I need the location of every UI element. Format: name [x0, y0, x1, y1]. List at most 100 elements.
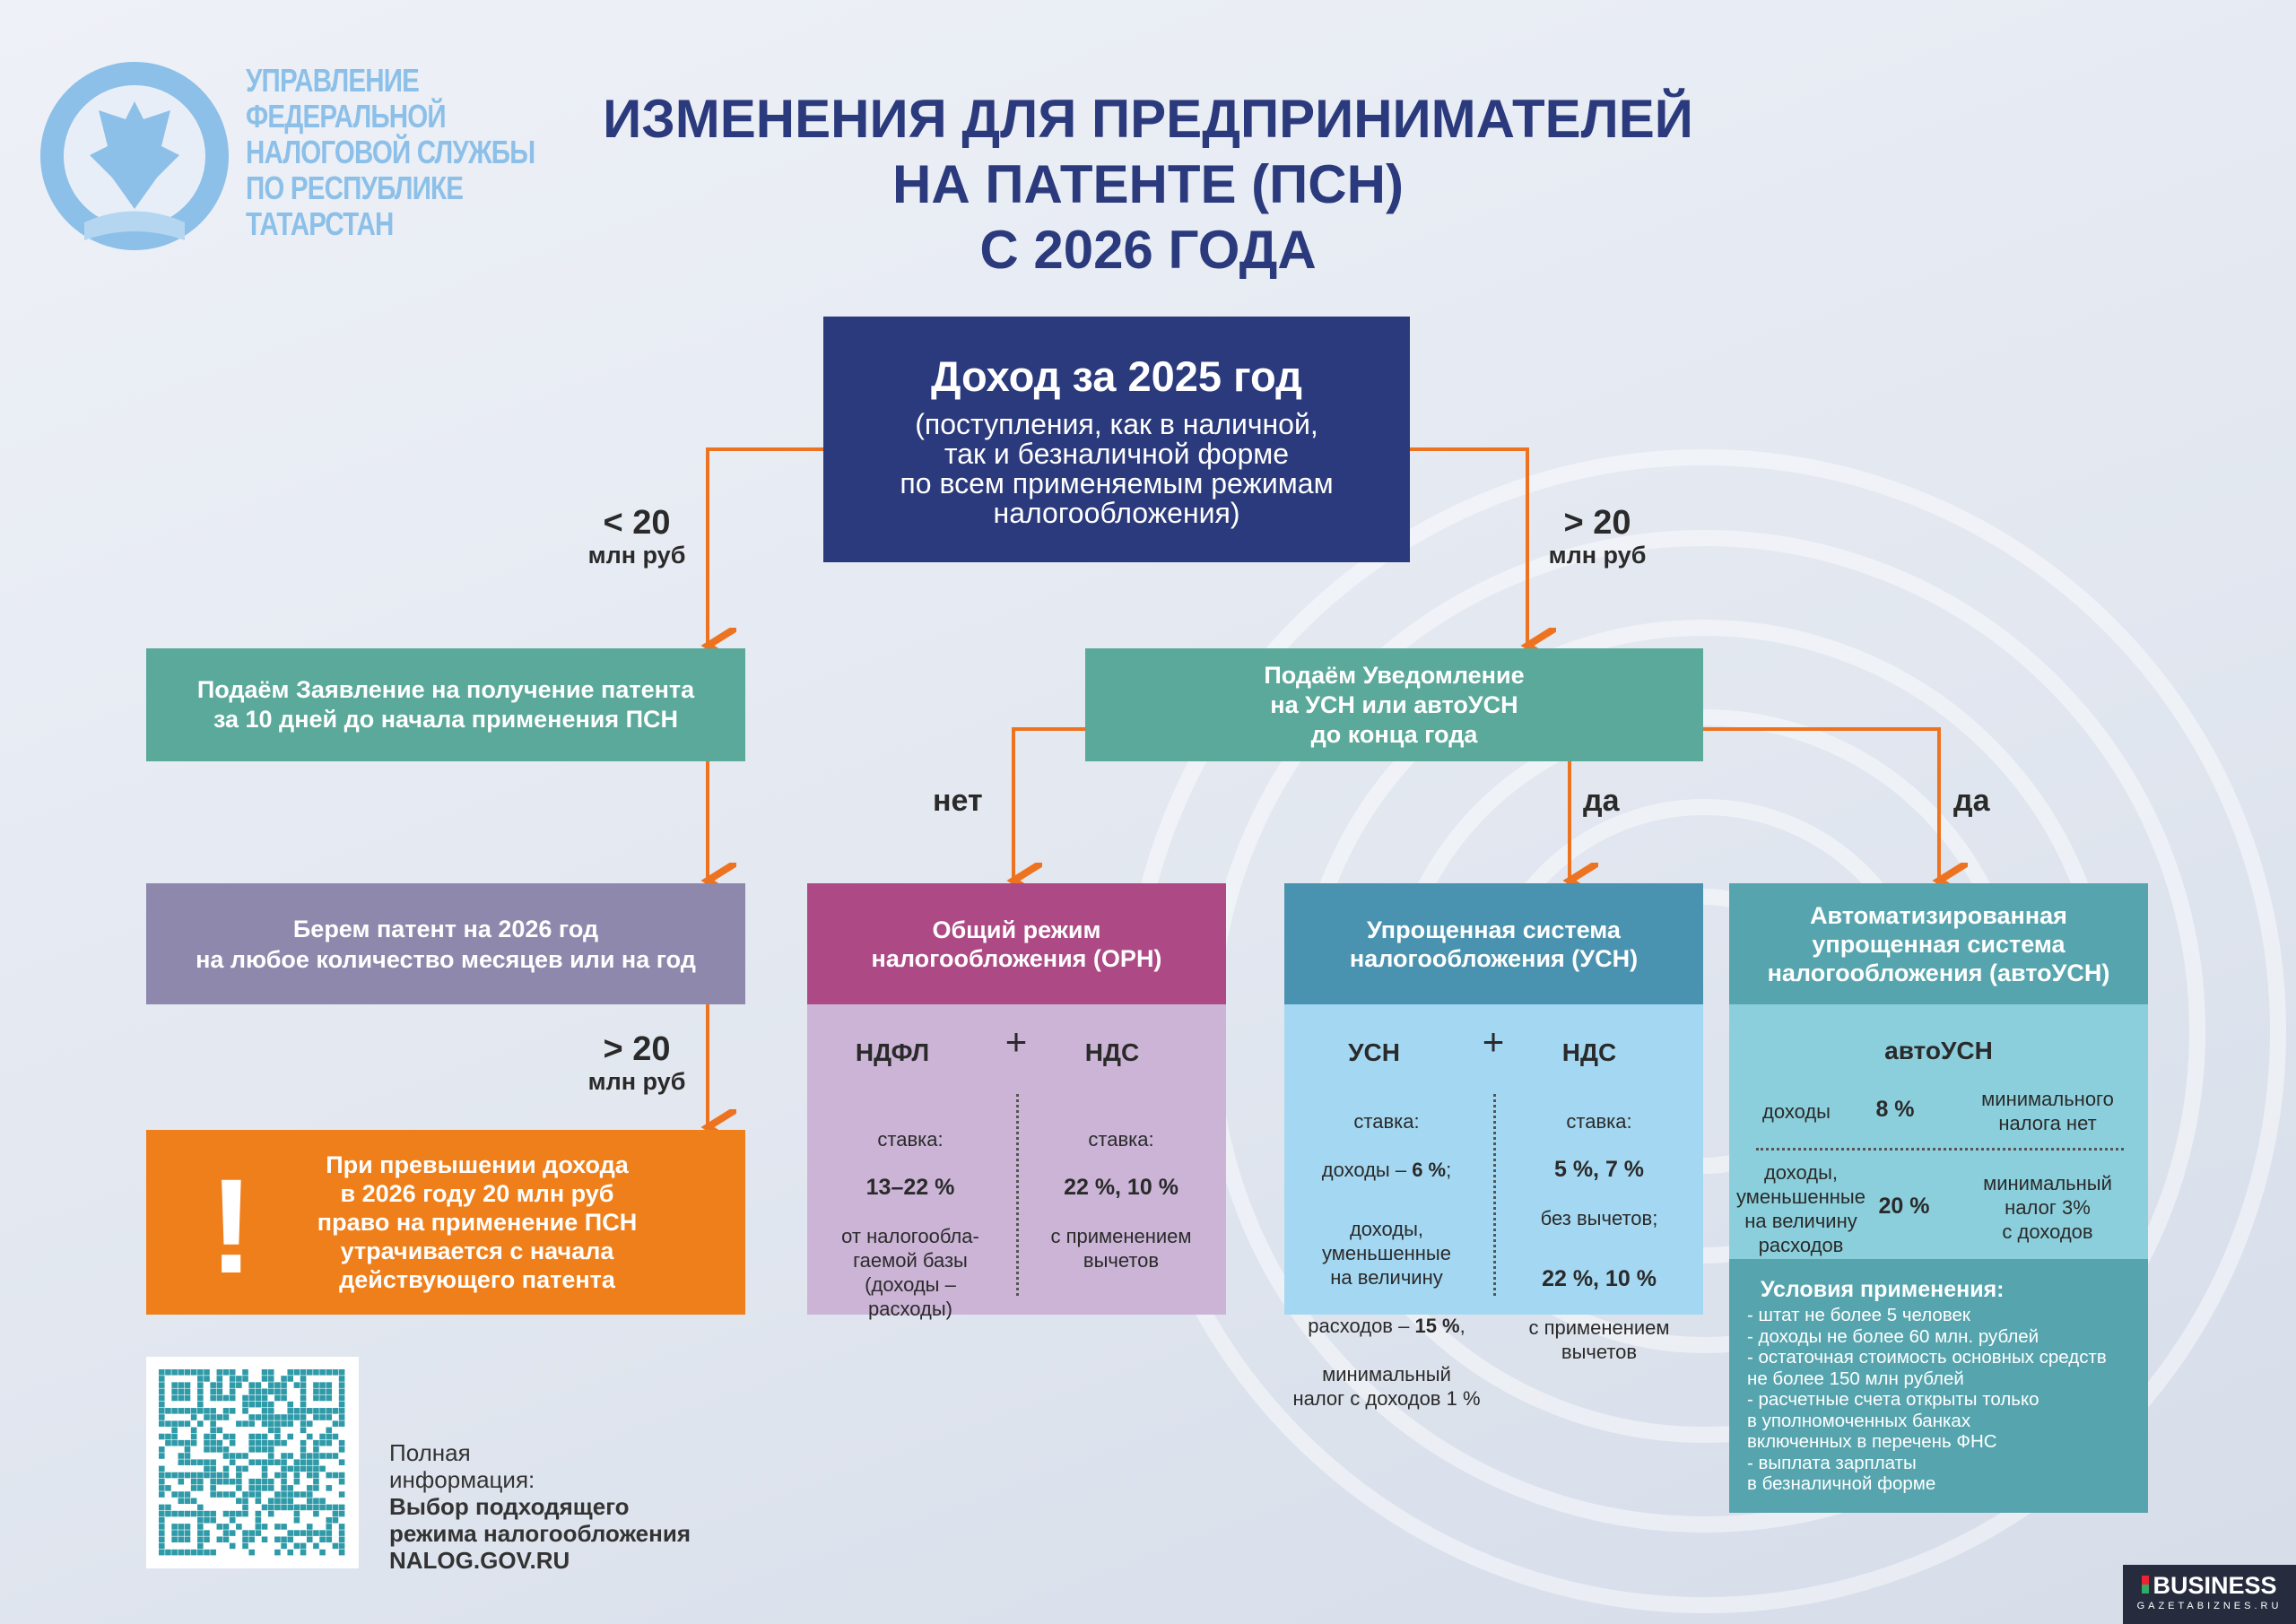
- qr-module: [178, 1388, 185, 1395]
- qr-module: [236, 1510, 242, 1517]
- qr-module: [300, 1549, 307, 1556]
- qr-module: [171, 1427, 178, 1434]
- qr-module: [293, 1510, 300, 1517]
- qr-module: [184, 1459, 191, 1465]
- autousn-tax: автоУСН: [1884, 1037, 1993, 1064]
- qr-module: [319, 1369, 326, 1376]
- qr-module: [236, 1524, 242, 1530]
- qr-module: [300, 1459, 307, 1465]
- qr-module: [313, 1439, 319, 1446]
- qr-module: [159, 1478, 165, 1485]
- qr-module: [210, 1510, 216, 1517]
- qr-module: [248, 1491, 255, 1498]
- qr-module: [313, 1388, 319, 1395]
- qr-module: [332, 1433, 339, 1440]
- qr-module: [293, 1504, 300, 1511]
- qr-module: [210, 1446, 216, 1453]
- qr-module: [287, 1498, 294, 1505]
- qr-module: [197, 1459, 204, 1465]
- qr-module: [255, 1388, 262, 1395]
- qr-module: [293, 1459, 300, 1465]
- qr-module: [326, 1516, 333, 1524]
- footer-link-title: Выбор подходящего: [389, 1493, 630, 1520]
- qr-module: [326, 1504, 333, 1511]
- qr-module: [178, 1498, 185, 1505]
- qr-module: [178, 1459, 185, 1465]
- qr-module: [287, 1465, 294, 1472]
- qr-module: [229, 1433, 236, 1440]
- qr-module: [216, 1491, 223, 1498]
- qr-module: [159, 1516, 165, 1524]
- qr-module: [281, 1542, 287, 1550]
- qr-module: [159, 1369, 165, 1376]
- qr-code[interactable]: [146, 1357, 359, 1568]
- qr-module: [300, 1369, 307, 1376]
- qr-module: [210, 1408, 216, 1414]
- qr-module: [287, 1504, 294, 1511]
- qr-module: [222, 1478, 230, 1485]
- qr-module: [222, 1472, 230, 1479]
- qr-module: [255, 1459, 262, 1465]
- qr-module: [159, 1524, 165, 1530]
- qr-module: [326, 1408, 333, 1414]
- qr-module: [204, 1510, 210, 1517]
- qr-module: [197, 1504, 204, 1511]
- qr-module: [287, 1485, 294, 1491]
- footer-site-link[interactable]: NALOG.GOV.RU: [389, 1547, 570, 1574]
- qr-module: [306, 1536, 313, 1543]
- qr-module: [210, 1388, 216, 1395]
- qr-module: [319, 1382, 326, 1388]
- label-value: < 20: [603, 504, 671, 542]
- qr-module: [190, 1459, 197, 1465]
- qr-module: [210, 1549, 216, 1556]
- qr-module: [197, 1516, 204, 1524]
- qr-module: [267, 1478, 274, 1485]
- qr-module: [306, 1498, 313, 1505]
- qr-module: [184, 1530, 191, 1536]
- plus-icon: +: [1482, 1020, 1505, 1063]
- qr-module: [338, 1542, 345, 1550]
- qr-module: [222, 1530, 230, 1536]
- qr-module: [319, 1504, 326, 1511]
- qr-module: [313, 1453, 319, 1459]
- label-more-20: > 20 млн руб: [1535, 505, 1660, 569]
- qr-module: [293, 1369, 300, 1376]
- business-logo-icon: [2142, 1576, 2150, 1594]
- label-less-20: < 20 млн руб: [574, 505, 700, 569]
- qr-module: [274, 1472, 281, 1479]
- qr-module: [326, 1530, 333, 1536]
- qr-module: [255, 1516, 262, 1524]
- conditions-title: Условия применения:: [1761, 1277, 2005, 1302]
- patent-take-text: Берем патент на 2026 год на любое количе…: [196, 915, 696, 973]
- qr-module: [267, 1504, 274, 1511]
- qr-module: [197, 1420, 204, 1427]
- qr-module: [210, 1382, 216, 1388]
- qr-module: [178, 1491, 185, 1498]
- page-title: ИЗМЕНЕНИЯ ДЛЯ ПРЕДПРИНИМАТЕЛЕЙ НА ПАТЕНТ…: [448, 86, 1848, 282]
- qr-module: [281, 1498, 287, 1505]
- qr-module: [190, 1472, 197, 1479]
- qr-module: [216, 1478, 223, 1485]
- qr-module: [216, 1446, 223, 1453]
- orn-card: Общий режим налогообложения (ОРН) НДФЛ +…: [807, 883, 1226, 1320]
- qr-module: [210, 1465, 216, 1472]
- qr-module: [178, 1524, 185, 1530]
- qr-module: [281, 1420, 287, 1427]
- qr-module: [338, 1369, 345, 1376]
- qr-module: [242, 1530, 248, 1536]
- ndfl-rate: 13–22 %: [865, 1175, 955, 1200]
- label-value: > 20: [603, 1030, 671, 1068]
- qr-module: [255, 1394, 262, 1402]
- qr-module: [242, 1401, 248, 1408]
- qr-module: [197, 1394, 204, 1402]
- qr-module: [313, 1472, 319, 1479]
- autousn-base: доходы, уменьшенные на величину расходов: [1736, 1161, 1866, 1256]
- qr-module: [281, 1504, 287, 1511]
- qr-module: [313, 1382, 319, 1388]
- footer-info: Полная информация: Выбор подходящего реж…: [389, 1439, 691, 1574]
- qr-module: [261, 1388, 268, 1395]
- qr-module: [313, 1498, 319, 1505]
- qr-module: [197, 1401, 204, 1408]
- label-no: нет: [933, 784, 983, 818]
- qr-module: [216, 1382, 223, 1388]
